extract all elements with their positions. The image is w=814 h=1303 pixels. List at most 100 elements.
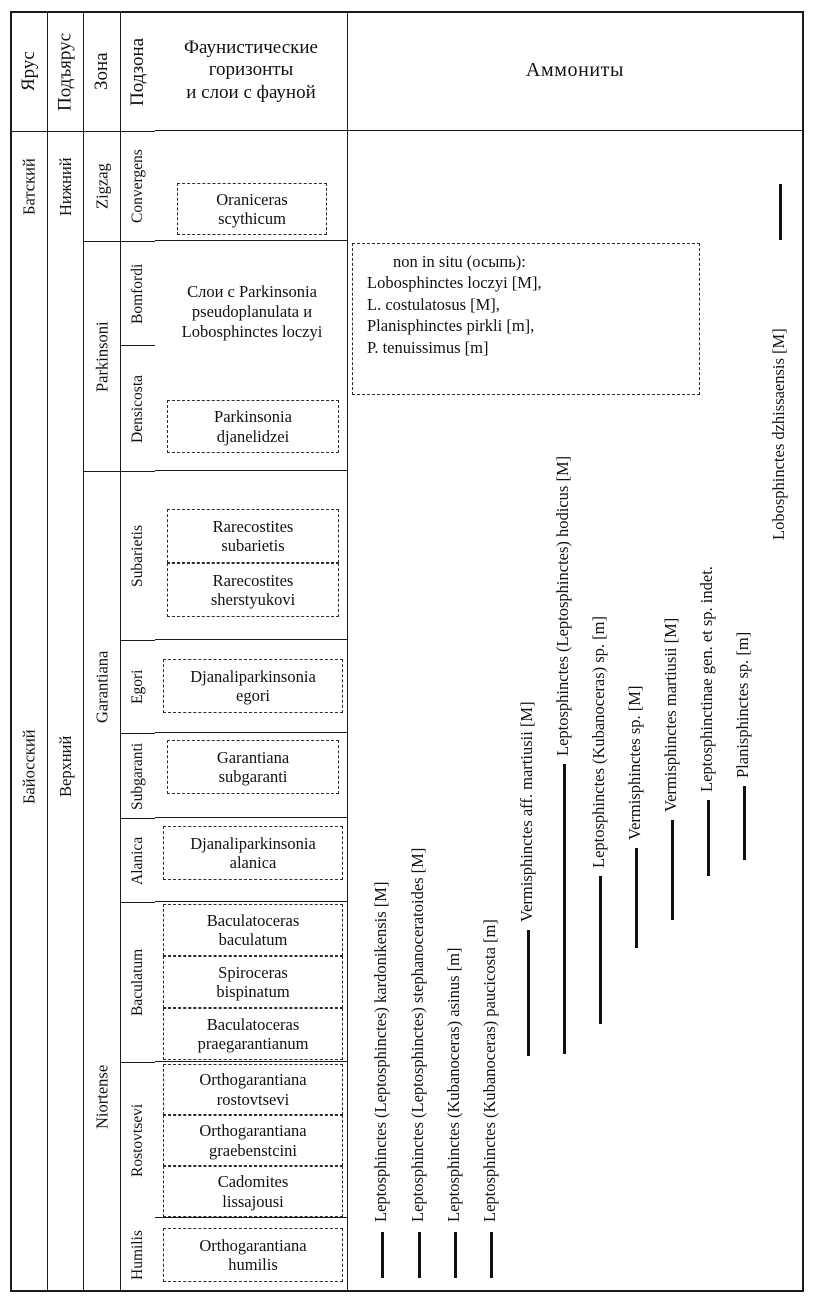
- range-bar-planisphinctes-sp: [743, 786, 747, 860]
- horizon-section-subarietis: [155, 471, 348, 640]
- horizon-box-rarecostites-sherstyukovi: Rarecostites sherstyukovi: [167, 563, 339, 617]
- header-horizons-line1: Фаунистические: [184, 36, 318, 58]
- horizon-line1: Orthogarantiana: [199, 1235, 307, 1255]
- subzone-convergens: Convergens: [120, 131, 155, 241]
- subzone-egori: Egori: [120, 640, 155, 733]
- range-label-leptosphinctes-kardonikensis: Leptosphinctes (Leptosphinctes) kardonik…: [371, 881, 390, 1222]
- horizon-line2: subgaranti: [218, 767, 288, 786]
- non-in-situ-item: Lobosphinctes loczyi [M],: [367, 273, 542, 293]
- horizon-box-orthogarantiana-graebenstcini: Orthogarantiana graebenstcini: [163, 1115, 343, 1166]
- subzone-humilis: Humilis: [120, 1218, 155, 1292]
- range-label-kubanoceras-asinus: Leptosphinctes (Kubanoceras) asinus [m]: [444, 947, 463, 1222]
- horizon-line1: Rarecostites: [212, 516, 294, 536]
- range-bar-kubanoceras-paucicosta: [490, 1232, 494, 1278]
- horizon-box-spiroceras-bispinatum: Spiroceras bispinatum: [163, 956, 343, 1008]
- horizon-section-baculatum: [155, 902, 348, 1062]
- non-in-situ-item: P. tenuissimus [m]: [367, 337, 489, 357]
- subzone-rostovtsevi: Rostovtsevi: [120, 1062, 155, 1218]
- horizon-box-rarecostites-subarietis: Rarecostites subarietis: [167, 509, 339, 563]
- horizon-line1: Baculatoceras: [206, 1014, 300, 1034]
- range-bar-vermisphinctes-aff-martiusii: [527, 930, 531, 1056]
- horizon-box-oraniceras-scythicum: Oraniceras scythicum: [177, 183, 327, 235]
- horizon-box-garantiana-subgaranti: Garantiana subgaranti: [167, 740, 339, 794]
- range-bar-kubanoceras-sp: [599, 876, 603, 1024]
- horizon-section-rostovtsevi: [155, 1062, 348, 1218]
- horizon-section-convergens: [155, 131, 348, 241]
- header-horizons-line3: и слои с фауной: [186, 81, 316, 103]
- horizon-line1: Parkinsonia: [214, 407, 292, 427]
- horizon-line1: Oraniceras: [216, 189, 288, 209]
- horizon-section-subgaranti: [155, 733, 348, 818]
- header-stage: Ярус: [10, 11, 47, 131]
- horizon-line1: Djanaliparkinsonia: [190, 833, 316, 853]
- horizon-line2: djanelidzei: [216, 426, 290, 446]
- horizon-line1: Garantiana: [216, 747, 290, 767]
- horizon-line1: Слои с Parkinsonia: [187, 282, 317, 302]
- range-bar-kubanoceras-asinus: [454, 1232, 458, 1278]
- horizon-section-alanica: [155, 818, 348, 902]
- horizon-section-egori: [155, 640, 348, 733]
- range-bar-leptosphinctes-hodicus: [563, 764, 567, 1054]
- horizon-line2: alanica: [229, 853, 277, 872]
- horizon-line2: baculatum: [218, 930, 288, 949]
- horizon-box-djanaliparkinsonia-alanica: Djanaliparkinsonia alanica: [163, 826, 343, 880]
- header-faunal-horizons: Фаунистические горизонты и слои с фауной: [155, 11, 348, 131]
- zone-parkinsoni: Parkinsoni: [83, 241, 120, 471]
- subzone-alanica: Alanica: [120, 818, 155, 902]
- range-bar-leptosphinctes-stephanoceratoides: [418, 1232, 422, 1278]
- horizon-box-orthogarantiana-rostovtsevi: Orthogarantiana rostovtsevi: [163, 1064, 343, 1115]
- horizon-line1: Djanaliparkinsonia: [190, 666, 316, 686]
- horizon-line1: Rarecostites: [212, 570, 294, 590]
- substage-nizhniy: Нижний: [47, 131, 83, 241]
- horizon-box-baculatoceras-baculatum: Baculatoceras baculatum: [163, 904, 343, 956]
- range-bar-vermisphinctes-sp: [635, 848, 639, 948]
- horizon-line3: Lobosphinctes loczyi: [181, 321, 323, 341]
- horizon-line1: Cadomites: [217, 1172, 289, 1192]
- horizon-line2: bispinatum: [216, 982, 290, 1001]
- zone-garantiana: Garantiana: [83, 471, 120, 902]
- subzone-bomfordi: Bomfordi: [120, 241, 155, 345]
- horizon-box-baculatoceras-praegarantianum: Baculatoceras praegarantianum: [163, 1008, 343, 1060]
- horizon-line2: pseudoplanulata и: [191, 302, 313, 322]
- range-bar-leptosphinctes-kardonikensis: [381, 1232, 385, 1278]
- horizon-section-parkinsoni: [155, 241, 348, 471]
- range-label-kubanoceras-sp: Leptosphinctes (Kubanoceras) sp. [m]: [589, 615, 608, 868]
- range-label-lobosphinctes-dzhissaensis: Lobosphinctes dzhissaensis [M]: [769, 328, 788, 540]
- horizon-line1: Orthogarantiana: [199, 1070, 307, 1090]
- horizon-box-orthogarantiana-humilis: Orthogarantiana humilis: [163, 1228, 343, 1282]
- horizon-box-djanaliparkinsonia-egori: Djanaliparkinsonia egori: [163, 659, 343, 713]
- non-in-situ-item: L. costulatosus [M],: [367, 294, 500, 314]
- horizon-line1: Orthogarantiana: [199, 1121, 307, 1141]
- horizon-line2: humilis: [228, 1255, 278, 1274]
- range-label-kubanoceras-paucicosta: Leptosphinctes (Kubanoceras) paucicosta …: [480, 919, 499, 1222]
- non-in-situ-item: Planisphinctes pirkli [m],: [367, 316, 535, 336]
- header-subzone: Подзона: [120, 11, 155, 131]
- range-bar-vermisphinctes-martiusii: [671, 820, 675, 920]
- horizon-line2: scythicum: [218, 209, 286, 228]
- range-label-vermisphinctes-martiusii: Vermisphinctes martiusii [M]: [661, 617, 680, 812]
- range-bar-leptosphinctinae-indet: [707, 800, 711, 876]
- horizon-box-cadomites-lissajousi: Cadomites lissajousi: [163, 1166, 343, 1217]
- range-label-planisphinctes-sp: Planisphinctes sp. [m]: [733, 631, 752, 778]
- horizon-line2: rostovtsevi: [216, 1089, 290, 1109]
- subzone-subarietis: Subarietis: [120, 471, 155, 640]
- zone-zigzag: Zigzag: [83, 131, 120, 241]
- horizon-line2: graebenstcini: [209, 1140, 297, 1160]
- range-label-vermisphinctes-sp: Vermisphinctes sp. [M]: [625, 685, 644, 840]
- range-label-leptosphinctes-stephanoceratoides: Leptosphinctes (Leptosphinctes) stephano…: [408, 847, 427, 1222]
- range-label-vermisphinctes-aff-martiusii: Vermisphinctes aff. martiusii [M]: [517, 701, 536, 922]
- table-outer-frame: [10, 11, 804, 1292]
- zone-niortense: Niortense: [83, 902, 120, 1292]
- horizon-line2: egori: [236, 686, 270, 705]
- header-horizons-line2: горизонты: [208, 59, 294, 81]
- subzone-baculatum: Baculatum: [120, 902, 155, 1062]
- stage-bayosskiy: Байосский: [10, 241, 47, 1292]
- horizon-line2: subarietis: [221, 536, 285, 555]
- horizon-line1: Baculatoceras: [206, 910, 300, 930]
- range-label-leptosphinctes-hodicus: Leptosphinctes (Leptosphinctes) hodicus …: [553, 455, 572, 756]
- stage-batskiy: Батский: [10, 131, 47, 241]
- header-ammonites: Аммониты: [348, 11, 802, 131]
- subzone-densicosta: Densicosta: [120, 345, 155, 471]
- range-label-leptosphinctinae-indet: Leptosphinctinae gen. et sp. indet.: [697, 566, 716, 792]
